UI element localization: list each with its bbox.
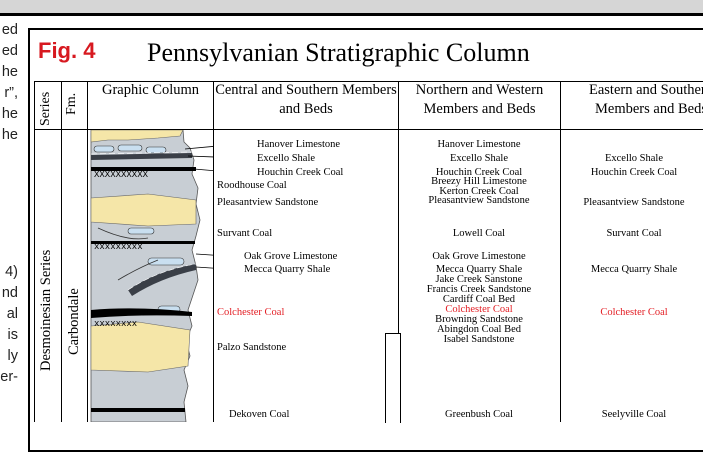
- limestone-nodule: [128, 228, 154, 234]
- central-unit: Oak Grove Limestone: [244, 251, 337, 262]
- text-fragment: is: [8, 327, 18, 343]
- series-label: Desmoinesian Series: [38, 250, 55, 371]
- header-central-southern: Central and Southern Members and Beds: [214, 81, 398, 129]
- header-fm: Fm.: [64, 93, 80, 115]
- eastern-unit: Excello Shale: [605, 153, 663, 164]
- svg-text:XXXXXXXXXX: XXXXXXXXXX: [94, 170, 149, 180]
- text-fragment: ed: [2, 22, 18, 38]
- top-gray-bar: [0, 0, 703, 13]
- central-unit: Pleasantview Sandstone: [217, 197, 318, 208]
- northern-unit: Excello Shale: [450, 153, 508, 164]
- central-unit: Houchin Creek Coal: [257, 167, 343, 178]
- formation-label: Carbondale: [66, 288, 83, 355]
- eastern-unit-highlight: Colchester Coal: [600, 307, 667, 318]
- top-rule: [0, 13, 703, 16]
- text-fragment: ly: [8, 348, 18, 364]
- central-unit: Survant Coal: [217, 228, 272, 239]
- central-unit: Roodhouse Coal: [217, 180, 287, 191]
- coal-bed: [91, 408, 185, 412]
- range-bracket: [385, 333, 401, 423]
- eastern-unit: Mecca Quarry Shale: [591, 264, 677, 275]
- northern-unit: Lowell Coal: [453, 228, 505, 239]
- eastern-unit: Survant Coal: [606, 228, 661, 239]
- central-unit: Palzo Sandstone: [217, 342, 286, 353]
- limestone-nodule: [146, 147, 166, 153]
- svg-text:xxxxxxxx: xxxxxxxx: [94, 319, 137, 329]
- central-unit-highlight: Colchester Coal: [217, 307, 284, 318]
- text-fragment: al: [7, 306, 18, 322]
- sandstone-layer: [91, 322, 190, 372]
- column-divider: [560, 81, 561, 422]
- northern-unit: Isabel Sandstone: [444, 334, 515, 345]
- column-divider: [34, 81, 35, 422]
- header-series: Series: [38, 92, 54, 126]
- svg-text:xxxxxxxxx: xxxxxxxxx: [94, 242, 143, 252]
- text-fragment: r”,: [4, 85, 18, 101]
- limestone-nodule: [118, 145, 142, 151]
- text-fragment: er-: [0, 369, 18, 385]
- text-fragment: ed: [2, 43, 18, 59]
- limestone-nodule: [94, 146, 114, 152]
- figure-label: Fig. 4: [38, 38, 95, 64]
- northern-unit: Pleasantview Sandstone: [428, 195, 529, 206]
- eastern-unit: Houchin Creek Coal: [591, 167, 677, 178]
- text-fragment: he: [2, 64, 18, 80]
- northern-unit: Hanover Limestone: [437, 139, 520, 150]
- central-unit: Dekoven Coal: [229, 409, 289, 420]
- column-divider: [213, 81, 214, 422]
- figure-title: Pennsylvanian Stratigraphic Column: [147, 38, 530, 68]
- sandstone-layer: [91, 194, 196, 226]
- column-divider: [61, 81, 62, 422]
- header-graphic-column: Graphic Column: [88, 81, 213, 129]
- eastern-unit: Seelyville Coal: [602, 409, 666, 420]
- text-fragment: nd: [2, 285, 18, 301]
- text-fragment: he: [2, 127, 18, 143]
- text-fragment: 4): [5, 264, 18, 280]
- header-northern-western: Northern and Western Members and Beds: [399, 81, 560, 129]
- northern-unit: Oak Grove Limestone: [432, 251, 525, 262]
- header-eastern-southern: Eastern and Southern Members and Beds: [561, 81, 703, 129]
- northern-unit: Greenbush Coal: [445, 409, 513, 420]
- central-unit: Mecca Quarry Shale: [244, 264, 330, 275]
- left-text-column: ed ed he r”, he he 4) nd al is ly er-: [0, 16, 20, 422]
- central-unit: Hanover Limestone: [257, 139, 340, 150]
- graphic-column: XXXXXXXXXX xxxxxxxxx xxxxxxxx: [88, 130, 213, 422]
- text-fragment: he: [2, 106, 18, 122]
- central-unit: Excello Shale: [257, 153, 315, 164]
- eastern-unit: Pleasantview Sandstone: [583, 197, 684, 208]
